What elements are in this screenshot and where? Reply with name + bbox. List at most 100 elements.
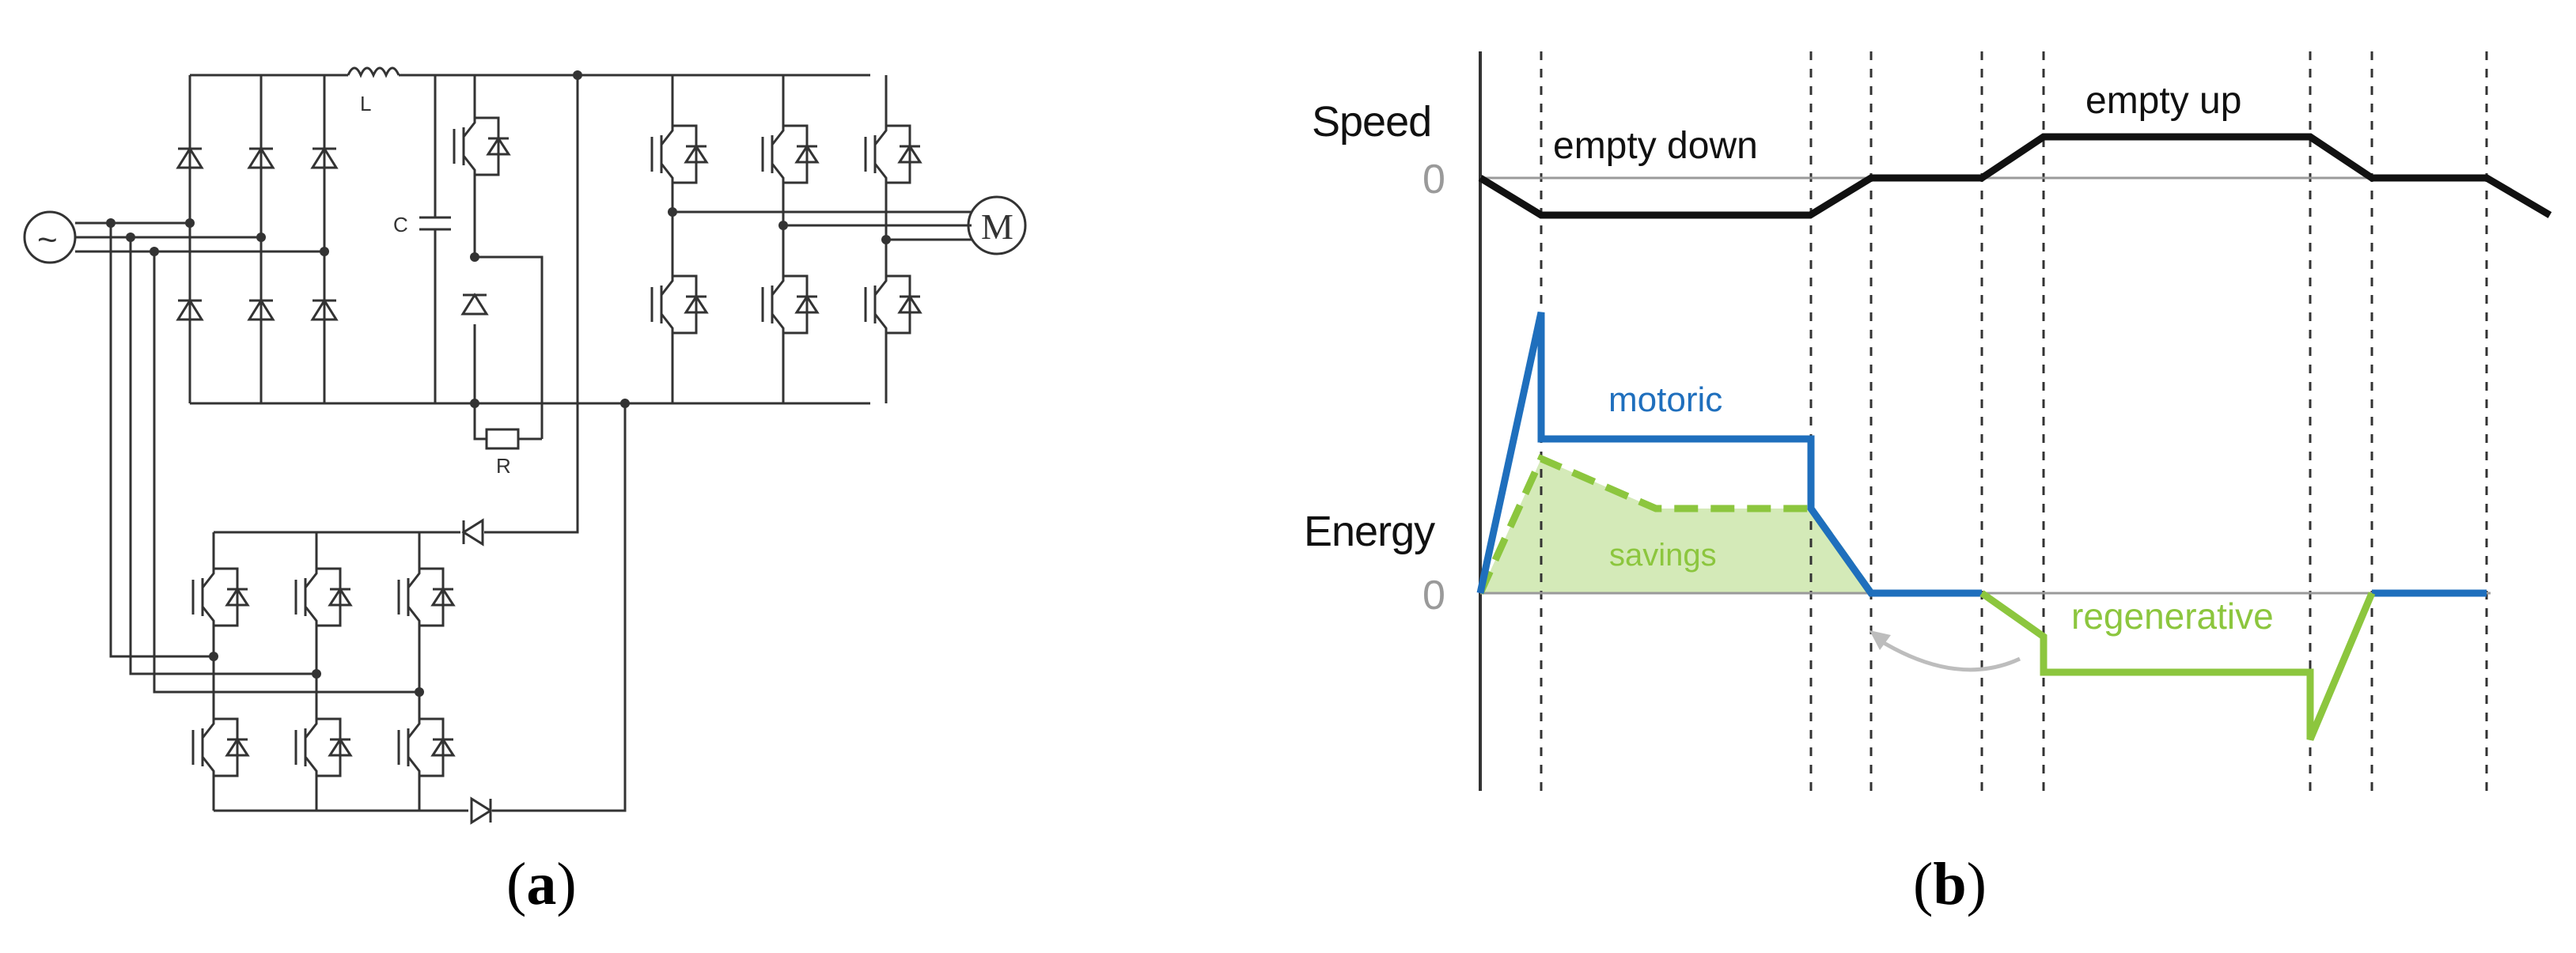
circuit-junctions bbox=[106, 70, 891, 697]
igbt-diode-triangle bbox=[897, 294, 922, 314]
igbt-diode-leg bbox=[672, 124, 698, 184]
igbt-switch bbox=[650, 269, 709, 340]
igbt-switch bbox=[761, 269, 820, 340]
igbt-emitter bbox=[873, 163, 888, 190]
motoric-label: motoric bbox=[1608, 380, 1722, 419]
igbt-switch bbox=[864, 269, 922, 340]
igbt-collector bbox=[873, 119, 888, 146]
savings-label: savings bbox=[1609, 538, 1717, 573]
igbt-diode-leg bbox=[783, 124, 809, 184]
igbt-switch bbox=[397, 712, 456, 783]
caption-b-open: ( bbox=[1913, 851, 1934, 917]
diode-symbol bbox=[460, 293, 489, 316]
junction-dot bbox=[185, 218, 195, 228]
igbt-switch bbox=[650, 119, 709, 190]
igbt-collector bbox=[407, 712, 421, 739]
speed-axis-label: Speed bbox=[1312, 98, 1431, 146]
junction-dot bbox=[881, 235, 891, 244]
speed-energy-diagram: Speed 0 Energy 0 empty down empty up mot… bbox=[1304, 51, 2552, 791]
igbt-collector bbox=[201, 712, 215, 739]
igbt-emitter bbox=[771, 163, 785, 190]
igbt-diode-triangle bbox=[430, 737, 456, 757]
junction-dot bbox=[256, 233, 266, 242]
junction-dot bbox=[778, 221, 788, 230]
junction-dot bbox=[620, 399, 630, 408]
diode-symbol bbox=[310, 146, 339, 169]
resistor-lead-left bbox=[473, 403, 487, 441]
savings-fill-area bbox=[1480, 459, 1871, 593]
capacitor-label: C bbox=[393, 213, 408, 236]
igbt-switch bbox=[294, 562, 353, 633]
diode-symbol bbox=[176, 146, 204, 169]
igbt-collector bbox=[407, 562, 421, 588]
diode-triangle bbox=[247, 146, 275, 169]
regen-phase-2 bbox=[129, 237, 316, 675]
caption-a: (a) bbox=[506, 850, 577, 919]
diode-triangle bbox=[461, 518, 484, 546]
igbt-diode-leg bbox=[886, 124, 911, 184]
resistor-label: R bbox=[496, 454, 511, 478]
igbt-collector bbox=[304, 712, 318, 739]
empty-down-label: empty down bbox=[1553, 125, 1758, 167]
igbt-diode-triangle bbox=[225, 587, 250, 607]
diode-triangle bbox=[247, 298, 275, 321]
dc-plus-return bbox=[484, 75, 579, 534]
igbt-collector bbox=[771, 269, 785, 296]
igbt-collector bbox=[304, 562, 318, 588]
junction-dot bbox=[209, 652, 218, 661]
regen-phase-1 bbox=[109, 223, 214, 658]
igbt-diode-leg bbox=[475, 116, 500, 176]
igbt-diode-triangle bbox=[897, 144, 922, 164]
igbt-diode-triangle bbox=[684, 294, 709, 314]
junction-dot bbox=[106, 218, 116, 228]
igbt-diode-triangle bbox=[794, 294, 820, 314]
inductor-label: L bbox=[360, 92, 371, 115]
brake-resistor-lead bbox=[475, 255, 544, 439]
igbt-emitter bbox=[407, 756, 421, 783]
diode-symbol bbox=[247, 146, 275, 169]
motoric-energy-line bbox=[1476, 312, 1982, 597]
diode-triangle bbox=[310, 298, 339, 321]
igbt-emitter bbox=[407, 606, 421, 633]
junction-dot bbox=[415, 687, 424, 697]
igbt-collector bbox=[771, 119, 785, 146]
igbt-emitter bbox=[771, 313, 785, 340]
igbt-emitter bbox=[201, 756, 215, 783]
ac-source-symbol bbox=[23, 210, 77, 264]
igbt-diode-leg bbox=[419, 717, 445, 777]
energy-zero-tick: 0 bbox=[1422, 573, 1445, 618]
diode-triangle bbox=[460, 293, 489, 316]
regenerative-label: regenerative bbox=[2071, 596, 2274, 637]
junction-dot bbox=[470, 252, 479, 262]
diode-triangle bbox=[176, 298, 204, 321]
igbt-collector bbox=[660, 119, 674, 146]
speed-zero-tick: 0 bbox=[1422, 157, 1445, 202]
igbt-diode-triangle bbox=[684, 144, 709, 164]
igbt-emitter bbox=[660, 313, 674, 340]
motor-label: M bbox=[981, 206, 1013, 247]
motor-symbol bbox=[967, 195, 1027, 255]
igbt-emitter bbox=[462, 155, 476, 182]
junction-dot bbox=[668, 207, 677, 217]
caption-a-close: ) bbox=[556, 851, 577, 917]
igbt-emitter bbox=[304, 606, 318, 633]
energy-axis-label: Energy bbox=[1304, 508, 1435, 555]
igbt-switch bbox=[397, 562, 456, 633]
regen-phase-3 bbox=[153, 251, 419, 694]
igbt-diode-leg bbox=[214, 567, 239, 627]
junction-dot bbox=[126, 233, 135, 242]
junction-dot bbox=[312, 669, 321, 679]
junction-dot bbox=[320, 247, 329, 256]
circuit-components bbox=[23, 66, 1027, 825]
igbt-diode-leg bbox=[886, 274, 911, 335]
diode-symbol bbox=[176, 298, 204, 321]
igbt-emitter bbox=[660, 163, 674, 190]
igbt-switch bbox=[761, 119, 820, 190]
diode-symbol bbox=[470, 796, 493, 825]
igbt-diode-triangle bbox=[328, 587, 353, 607]
diode-triangle bbox=[310, 146, 339, 169]
diode-symbol bbox=[247, 298, 275, 321]
caption-a-open: ( bbox=[506, 851, 527, 917]
igbt-diode-leg bbox=[672, 274, 698, 335]
